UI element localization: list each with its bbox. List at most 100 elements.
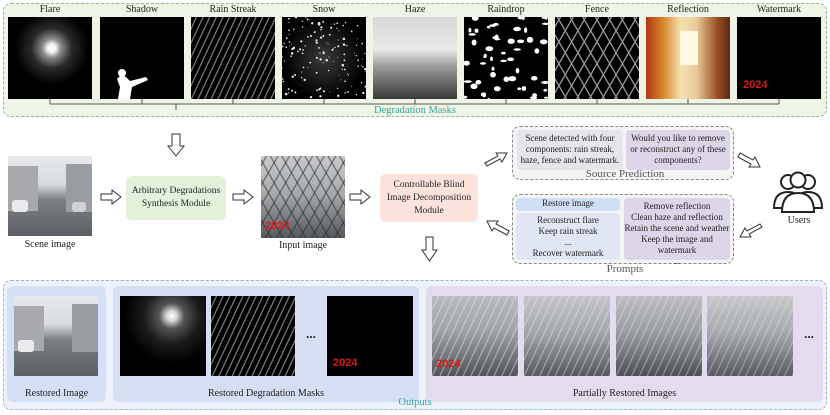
- snow-flake: [301, 52, 304, 55]
- snow-flake: [342, 37, 346, 41]
- snow-flake: [292, 46, 296, 50]
- down-arrow-icon: [421, 236, 438, 262]
- snow-flake: [297, 50, 299, 53]
- outputs-caption: Outputs: [398, 397, 432, 408]
- snow-flake: [341, 68, 343, 71]
- raindrop-blob: [539, 39, 548, 45]
- raindrop-blob: [491, 66, 495, 71]
- snow-flake: [282, 67, 283, 69]
- snow-flake: [336, 22, 339, 25]
- snow-flake: [309, 61, 312, 64]
- snow-flake: [361, 65, 363, 67]
- mask-label-flare: Flare: [39, 4, 61, 15]
- raindrop-blob: [518, 17, 522, 20]
- prompts-right-line4: Keep the image and watermark: [641, 234, 713, 255]
- snow-flake: [284, 92, 288, 96]
- raindrop-blob: [487, 97, 490, 99]
- source-prediction-left-line3: haze, fence and watermark.: [520, 155, 620, 165]
- mask-label-rain-streak: Rain Streak: [209, 4, 257, 15]
- partial-image-2: [524, 296, 610, 376]
- snow-flake: [350, 30, 353, 33]
- snow-flake: [317, 21, 321, 25]
- snow-flake: [319, 95, 322, 98]
- raindrop-blob: [480, 92, 486, 97]
- snow-flake: [309, 95, 313, 99]
- mask-label-reflection: Reflection: [667, 4, 709, 15]
- scene-car: [72, 202, 86, 212]
- snow-flake: [351, 85, 353, 87]
- snow-flake: [309, 18, 311, 20]
- snow-flake: [289, 45, 290, 47]
- down-left-arrow-icon: [739, 223, 763, 238]
- snow-flake: [290, 52, 294, 55]
- rain-streak-mask-image: [191, 17, 275, 99]
- raindrop-blob: [490, 56, 493, 62]
- prompts-restore-header: Restore image: [516, 198, 620, 211]
- partial-image-1: 2024: [432, 296, 518, 376]
- synthesis-module-line2: Synthesis Module: [141, 199, 211, 209]
- haze-mask-image: [373, 17, 457, 99]
- snow-flake: [294, 91, 297, 94]
- snow-flake: [304, 45, 306, 47]
- raindrop-blob: [513, 48, 521, 51]
- snow-flake: [283, 42, 285, 45]
- snow-flake: [300, 48, 302, 50]
- snow-flake: [343, 53, 346, 56]
- raindrop-blob: [464, 80, 472, 83]
- mask-label-watermark: Watermark: [756, 4, 802, 15]
- restored-image-label: Restored Image: [24, 388, 89, 399]
- prompts-left-line4: Recover watermark: [532, 248, 604, 258]
- snow-flake: [329, 91, 331, 93]
- snow-flake: [337, 45, 340, 48]
- snow-flake: [333, 23, 336, 25]
- right-arrow-icon: [349, 188, 371, 206]
- snow-flake: [322, 62, 324, 64]
- snow-dots: [282, 17, 366, 99]
- snow-mask-image: [282, 17, 366, 99]
- snow-flake: [307, 67, 309, 68]
- raindrop-blob: [474, 28, 479, 33]
- snow-flake: [357, 65, 359, 67]
- raindrop-blob: [464, 60, 470, 66]
- snow-flake: [362, 58, 364, 60]
- raindrop-blob: [524, 27, 528, 33]
- snow-flake: [282, 80, 285, 83]
- right-arrow-icon: [100, 188, 122, 206]
- snow-flake: [364, 70, 366, 72]
- snow-flake: [331, 48, 334, 51]
- prompts-left-bubble: Reconstruct flare Keep rain streak ... R…: [516, 213, 620, 260]
- watermark-text: 2024: [743, 79, 768, 91]
- partial-image-3: [616, 296, 702, 376]
- raindrop-blob: [526, 36, 534, 43]
- raindrop-blob: [490, 71, 496, 78]
- raindrop-blob: [521, 17, 525, 20]
- raindrop-blob: [541, 81, 548, 84]
- snow-flake: [354, 52, 356, 54]
- raindrop-blob: [543, 88, 548, 92]
- restored-rain-mask: [211, 296, 295, 376]
- snow-flake: [300, 77, 303, 79]
- snow-flake: [319, 52, 321, 54]
- snow-flake: [282, 78, 284, 80]
- snow-flake: [288, 22, 290, 24]
- snow-flake: [355, 44, 358, 46]
- restored-masks-label: Restored Degradation Masks: [207, 388, 325, 399]
- snow-flake: [337, 94, 340, 97]
- masks-connector: [49, 99, 780, 110]
- snow-flake: [332, 48, 334, 49]
- snow-flake: [318, 47, 320, 49]
- mask-label-haze: Haze: [404, 4, 426, 15]
- restored-masks-ellipsis: ...: [306, 326, 316, 341]
- snow-flake: [288, 17, 290, 20]
- source-prediction-system-bubble: Scene detected with four components: rai…: [517, 130, 623, 170]
- restored-watermark-mask: 2024: [327, 296, 413, 376]
- snow-flake: [306, 18, 309, 21]
- snow-flake: [293, 73, 297, 77]
- snow-flake: [319, 58, 322, 61]
- prompts-right-line1: Remove reflection: [643, 201, 711, 211]
- prompts-right-line3: Retain the scene and weather: [624, 223, 730, 233]
- snow-flake: [342, 43, 346, 46]
- snow-flake: [356, 24, 359, 27]
- snow-flake: [355, 54, 357, 57]
- raindrop-blob: [470, 83, 478, 90]
